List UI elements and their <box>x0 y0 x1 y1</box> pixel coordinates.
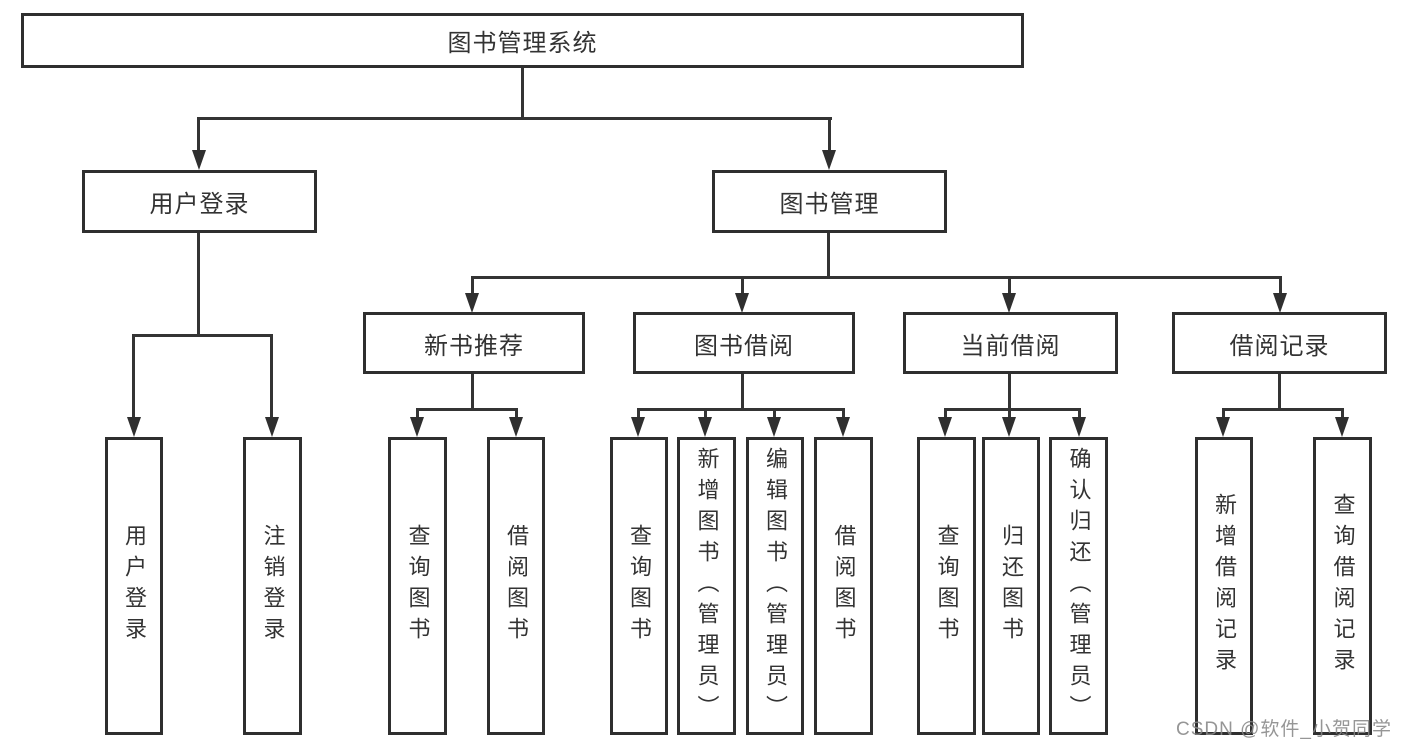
node-label: 图书借阅 <box>694 332 794 360</box>
csdn-watermark: CSDN @软件_小贺同学 <box>1176 719 1392 740</box>
arrow-down-icon <box>192 150 206 170</box>
arrow-down-icon <box>1273 293 1287 313</box>
connector-line <box>416 408 419 420</box>
leaf-label: 新增图书（管理员） <box>694 446 720 726</box>
connector-line <box>132 334 273 337</box>
connector-line <box>741 374 744 411</box>
node-book-management: 图书管理 <box>712 170 947 233</box>
leaf-label: 借阅图书 <box>831 524 857 648</box>
connector-line <box>1341 408 1344 420</box>
node-root: 图书管理系统 <box>21 13 1024 68</box>
arrow-down-icon <box>767 417 781 437</box>
arrow-down-icon <box>509 417 523 437</box>
node-root-label: 图书管理系统 <box>447 30 598 57</box>
leaf-label: 归还图书 <box>999 524 1024 648</box>
connector-line <box>1222 408 1344 411</box>
leaf-label: 查询图书 <box>405 524 431 648</box>
leaf-query-borrow-record: 查询借阅记录 <box>1313 437 1372 735</box>
arrow-down-icon <box>822 150 836 170</box>
node-label: 图书管理 <box>779 191 880 218</box>
arrow-down-icon <box>1002 417 1016 437</box>
node-borrow-records: 借阅记录 <box>1172 312 1387 374</box>
connector-line <box>1008 276 1011 296</box>
node-label: 当前借阅 <box>960 332 1061 360</box>
connector-line <box>637 408 640 420</box>
connector-line <box>521 68 524 120</box>
leaf-query-books-current: 查询图书 <box>917 437 976 735</box>
arrow-down-icon <box>265 417 279 437</box>
leaf-user-login: 用户登录 <box>105 437 163 735</box>
leaf-add-borrow-record: 新增借阅记录 <box>1195 437 1253 735</box>
leaf-label: 用户登录 <box>122 524 147 648</box>
connector-line <box>944 408 947 420</box>
node-new-book-recommend: 新书推荐 <box>363 312 585 374</box>
leaf-label: 查询借阅记录 <box>1330 493 1356 679</box>
leaf-borrow-books-recommend: 借阅图书 <box>487 437 545 735</box>
node-label: 用户登录 <box>149 191 250 218</box>
leaf-query-books-borrow: 查询图书 <box>610 437 668 735</box>
arrow-down-icon <box>938 417 952 437</box>
arrow-down-icon <box>1335 417 1349 437</box>
connector-line <box>828 117 831 153</box>
connector-line <box>944 408 1081 411</box>
connector-line <box>637 408 845 411</box>
arrow-down-icon <box>465 293 479 313</box>
connector-line <box>471 276 474 296</box>
connector-line <box>1008 374 1011 411</box>
leaf-return-books: 归还图书 <box>982 437 1040 735</box>
connector-line <box>842 408 845 420</box>
connector-line <box>741 276 744 296</box>
arrow-down-icon <box>1002 293 1016 313</box>
leaf-label: 确认归还（管理员） <box>1066 446 1092 726</box>
connector-line <box>1008 408 1011 420</box>
connector-line <box>515 408 518 420</box>
connector-line <box>704 408 707 420</box>
leaf-label: 注销登录 <box>260 524 286 648</box>
node-label: 借阅记录 <box>1229 332 1330 360</box>
leaf-edit-books-admin: 编辑图书（管理员） <box>746 437 804 735</box>
leaf-query-books-recommend: 查询图书 <box>388 437 447 735</box>
connector-line <box>1278 374 1281 411</box>
connector-line <box>197 233 200 337</box>
leaf-label: 新增借阅记录 <box>1212 493 1237 679</box>
leaf-borrow-books: 借阅图书 <box>814 437 873 735</box>
arrow-down-icon <box>836 417 850 437</box>
node-label: 新书推荐 <box>424 332 524 360</box>
arrow-down-icon <box>127 417 141 437</box>
connector-line <box>270 334 273 419</box>
arrow-down-icon <box>698 417 712 437</box>
connector-line <box>197 117 832 120</box>
connector-line <box>416 408 518 411</box>
leaf-label: 查询图书 <box>627 524 652 648</box>
leaf-label: 查询图书 <box>934 524 960 648</box>
connector-line <box>471 374 474 411</box>
connector-line <box>773 408 776 420</box>
connector-line <box>1222 408 1225 420</box>
node-book-borrow: 图书借阅 <box>633 312 855 374</box>
connector-line <box>1078 408 1081 420</box>
connector-line <box>1279 276 1282 296</box>
connector-line <box>827 233 830 279</box>
node-user-login: 用户登录 <box>82 170 317 233</box>
node-current-borrow: 当前借阅 <box>903 312 1118 374</box>
leaf-add-books-admin: 新增图书（管理员） <box>677 437 736 735</box>
leaf-confirm-return-admin: 确认归还（管理员） <box>1049 437 1108 735</box>
leaf-label: 借阅图书 <box>504 524 529 648</box>
connector-line <box>132 334 135 419</box>
arrow-down-icon <box>1216 417 1230 437</box>
arrow-down-icon <box>410 417 424 437</box>
connector-line <box>471 276 1282 279</box>
connector-line <box>197 117 200 153</box>
arrow-down-icon <box>631 417 645 437</box>
arrow-down-icon <box>735 293 749 313</box>
leaf-logout: 注销登录 <box>243 437 302 735</box>
leaf-label: 编辑图书（管理员） <box>763 446 788 726</box>
arrow-down-icon <box>1072 417 1086 437</box>
